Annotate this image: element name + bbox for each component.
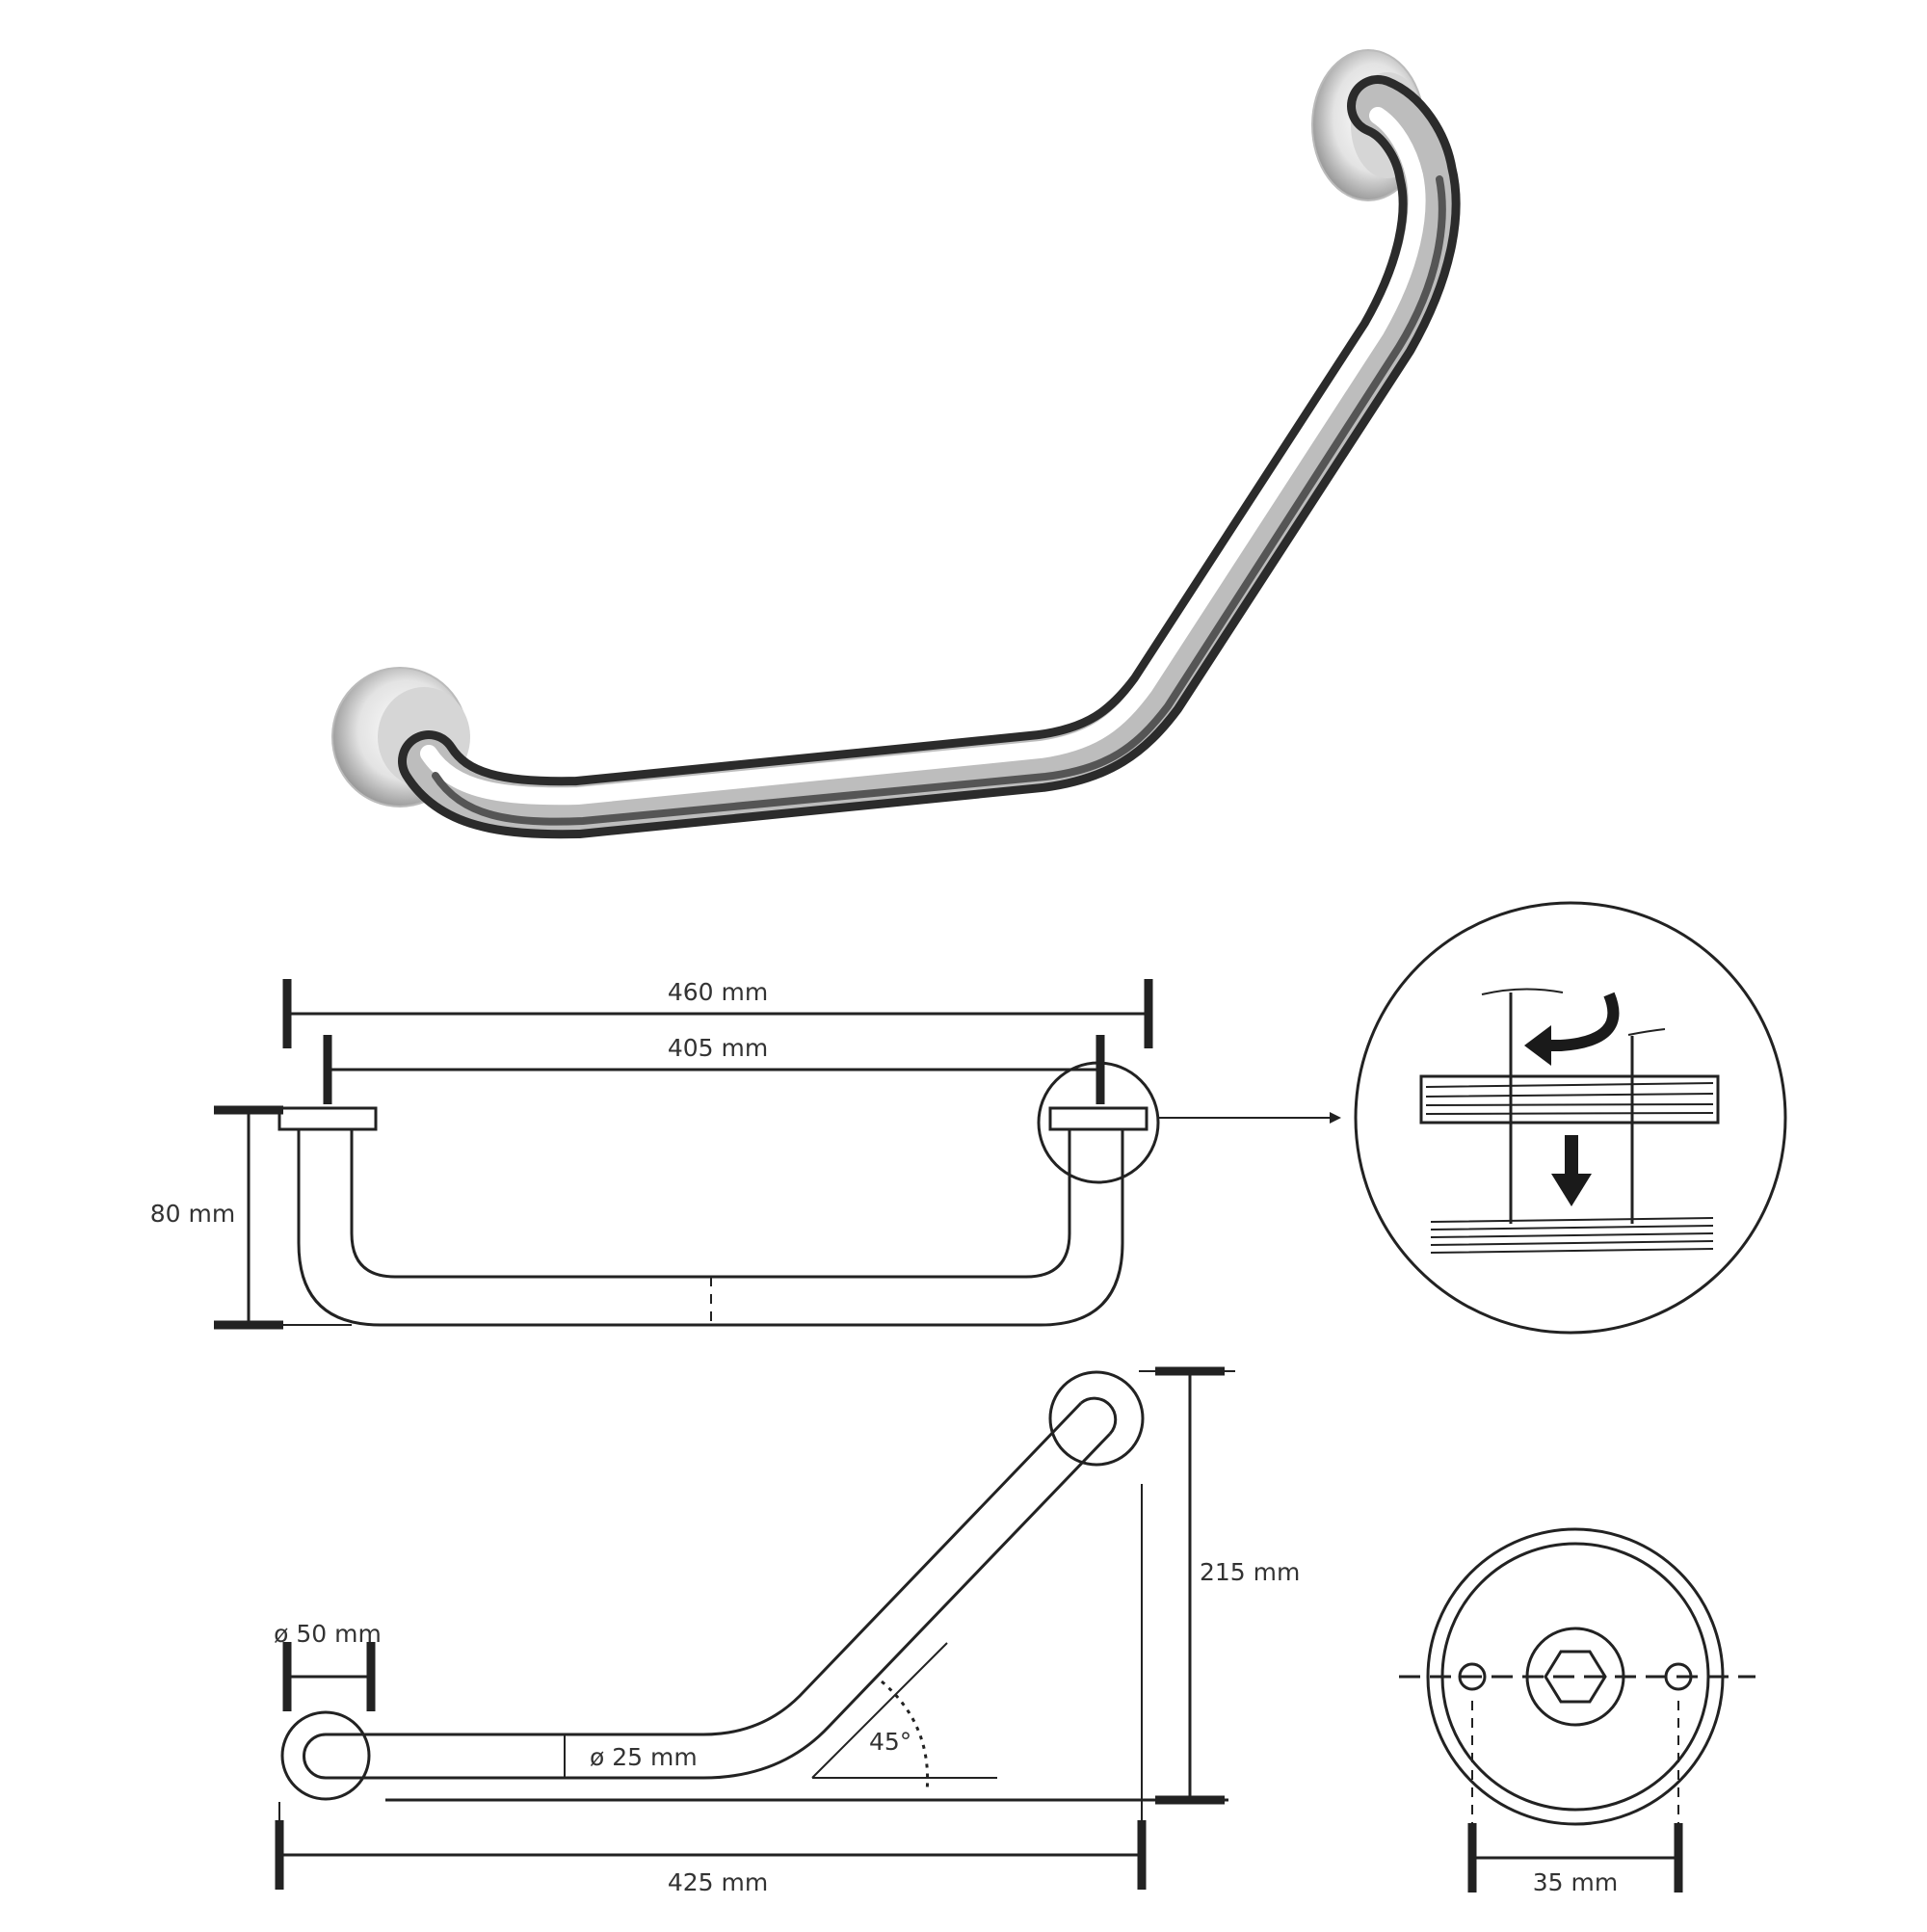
right-flange-outline [1048,1106,1148,1131]
label-flange-diameter: ø 50 mm [274,1620,382,1648]
label-height: 215 mm [1200,1558,1300,1586]
label-length: 425 mm [668,1868,768,1896]
bar-outline-outer [297,1129,1124,1327]
rotate-arrow-icon [1537,992,1620,1051]
down-arrow-icon [1565,1135,1578,1176]
detail-circle [1354,901,1787,1335]
bar-outline-inner [350,1129,1071,1279]
wall-surface [1430,1217,1714,1254]
label-tube-diameter: ø 25 mm [590,1743,698,1771]
flange-inner-circle [1440,1542,1710,1812]
label-angle: 45° [869,1728,911,1756]
product-photo [331,49,1461,839]
left-end-outer-circle [280,1710,371,1801]
label-width-centers: 405 mm [668,1034,768,1062]
detail-marker-circle [1037,1061,1160,1184]
grab-bar-tube [398,75,1461,839]
label-projection: 80 mm [150,1200,235,1228]
label-width-overall: 460 mm [668,978,768,1006]
top-view: 460 mm 405 mm 80 mm [150,978,1341,1330]
flange-view: 35 mm [1399,1527,1755,1896]
bar-upper-edge [326,1401,1083,1736]
label-hole-spacing: 35 mm [1533,1868,1618,1896]
bar-lower-edge [326,1432,1112,1780]
screw-hole-left [1458,1662,1487,1691]
side-view: ø 25 mm 45° ø 50 mm 425 mm 215 mm [274,1366,1300,1896]
mounting-detail [1354,901,1787,1335]
right-end-outer-circle [1048,1370,1145,1467]
mounting-plate [1419,1074,1720,1125]
left-flange-outline [277,1106,378,1131]
